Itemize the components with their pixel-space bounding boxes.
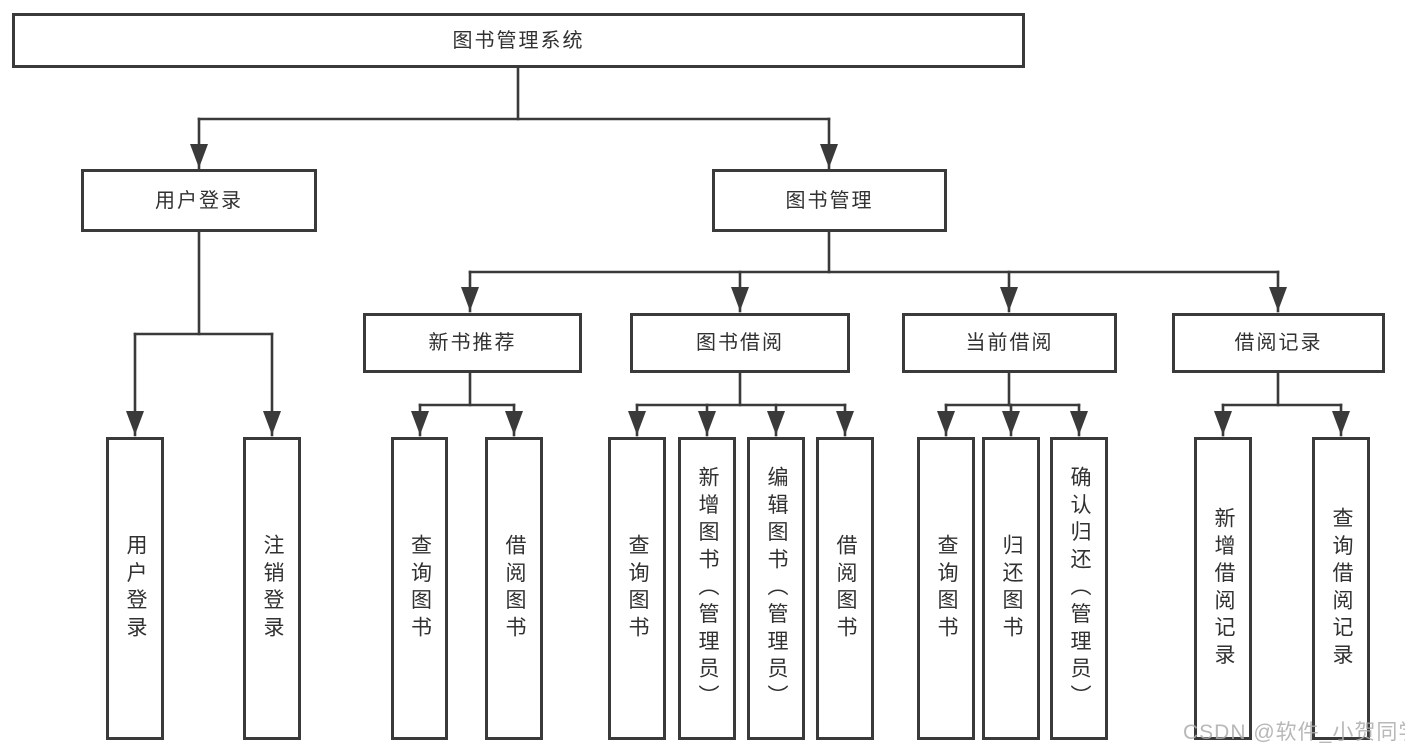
node-new-book-recommend-label: 新书推荐 [428, 332, 517, 354]
connector-user-login [126, 230, 281, 437]
node-user-login: 用户登录 [81, 169, 317, 232]
node-user-login-leaf: 用户登录 [106, 437, 164, 740]
node-root: 图书管理系统 [12, 13, 1025, 68]
node-nb-borrow-books: 借阅图书 [485, 437, 543, 740]
node-root-label: 图书管理系统 [452, 29, 585, 52]
node-br-add-record: 新增借阅记录 [1194, 437, 1252, 740]
node-bb-query-books-label: 查询图书 [626, 533, 650, 644]
csdn-watermark: CSDN @软件_小贺同学 [1183, 721, 1405, 744]
connector-borrow-records [1214, 371, 1350, 437]
node-logout: 注销登录 [243, 437, 301, 740]
node-bb-borrow-books-label: 借阅图书 [834, 533, 858, 644]
node-cb-return-books-label: 归还图书 [1000, 533, 1024, 644]
node-new-book-recommend: 新书推荐 [363, 313, 582, 373]
node-current-borrow-label: 当前借阅 [965, 332, 1054, 354]
node-br-query-record: 查询借阅记录 [1312, 437, 1370, 740]
node-nb-borrow-books-label: 借阅图书 [503, 533, 527, 644]
node-br-add-record-label: 新增借阅记录 [1212, 506, 1236, 671]
node-cb-query-books-label: 查询图书 [935, 533, 959, 644]
node-bb-query-books: 查询图书 [608, 437, 666, 740]
node-borrow-records: 借阅记录 [1172, 313, 1385, 373]
node-bb-borrow-books: 借阅图书 [816, 437, 874, 740]
connector-book-borrow [628, 371, 854, 437]
node-bb-edit-books-admin-label: 编辑图书（管理员） [765, 465, 789, 712]
node-user-login-label: 用户登录 [155, 189, 243, 212]
node-current-borrow: 当前借阅 [902, 313, 1117, 373]
node-user-login-leaf-label: 用户登录 [124, 533, 148, 644]
connector-current-borrow [937, 371, 1088, 437]
node-bb-add-books-admin-label: 新增图书（管理员） [696, 465, 720, 712]
node-book-borrow: 图书借阅 [630, 313, 850, 373]
node-borrow-records-label: 借阅记录 [1234, 332, 1323, 354]
node-cb-query-books: 查询图书 [917, 437, 975, 740]
connector-new-book-recommend [411, 371, 523, 437]
node-br-query-record-label: 查询借阅记录 [1330, 506, 1354, 671]
node-nb-query-books-label: 查询图书 [408, 533, 432, 644]
connector-root [190, 66, 838, 170]
node-cb-confirm-return-admin-label: 确认归还（管理员） [1068, 465, 1092, 712]
node-bb-edit-books-admin: 编辑图书（管理员） [747, 437, 805, 740]
node-book-management: 图书管理 [712, 169, 947, 232]
node-logout-label: 注销登录 [261, 533, 285, 644]
node-bb-add-books-admin: 新增图书（管理员） [678, 437, 736, 740]
node-cb-return-books: 归还图书 [982, 437, 1040, 740]
node-book-management-label: 图书管理 [785, 189, 874, 212]
connector-book-management [461, 230, 1287, 313]
node-book-borrow-label: 图书借阅 [696, 332, 784, 354]
node-cb-confirm-return-admin: 确认归还（管理员） [1050, 437, 1108, 740]
node-nb-query-books: 查询图书 [391, 437, 448, 740]
